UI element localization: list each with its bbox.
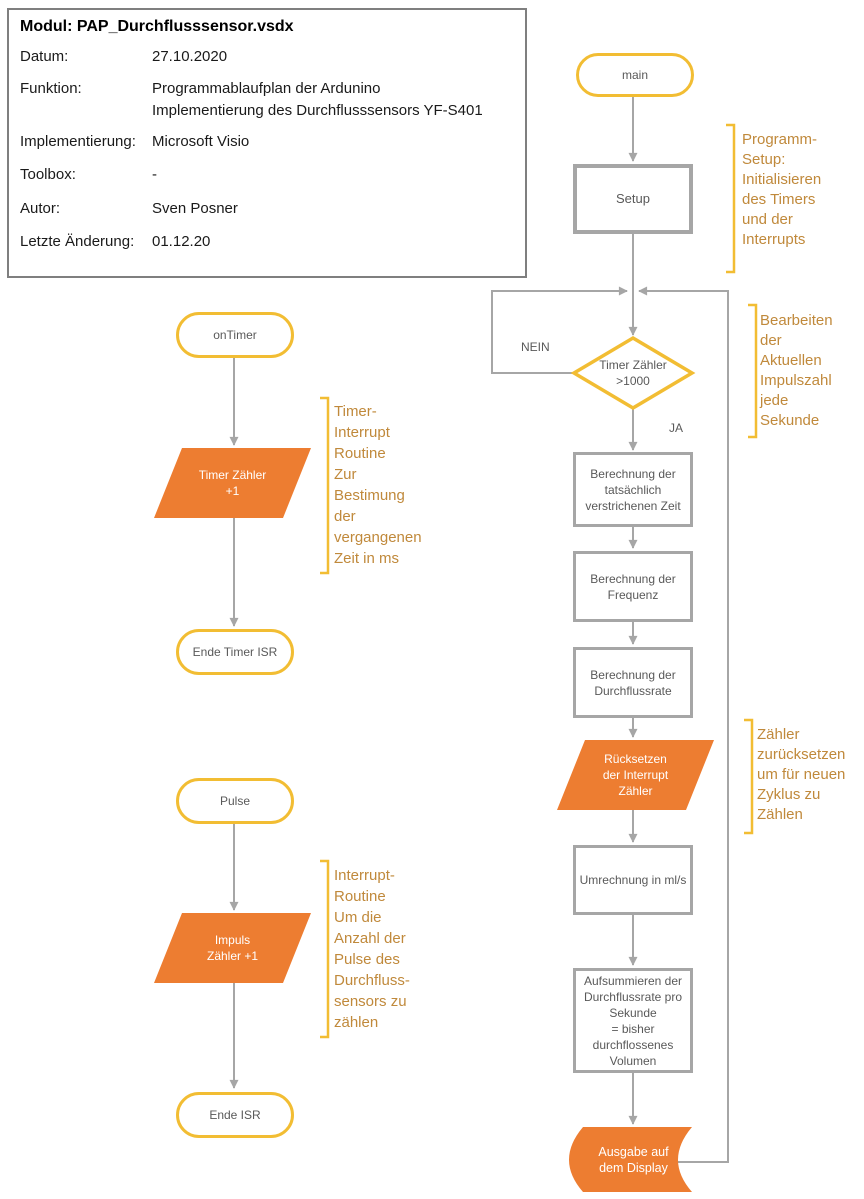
bracket-reset-annotation — [744, 718, 754, 835]
info-label-autor: Autor: — [20, 200, 61, 217]
info-label-funktion: Funktion: — [20, 80, 82, 97]
annotation-timer: Timer- Interrupt Routine Zur Bestimung d… — [334, 403, 422, 567]
bracket-pulse-annotation — [320, 859, 330, 1039]
info-label-datum: Datum: — [20, 48, 69, 65]
annotation-reset: Zähler zurücksetzen um für neuen Zyklus … — [757, 726, 846, 823]
display-shape — [569, 1127, 692, 1192]
reset-parallelogram — [557, 740, 714, 810]
loop-feedback-display — [638, 286, 729, 1163]
annotation-decision: Bearbeiten der Aktuellen Impulszahl jede… — [760, 312, 833, 429]
annotation-setup: Programm- Setup: Initialisieren des Time… — [742, 131, 822, 248]
timer-action-parallelogram — [154, 448, 311, 518]
info-value-autor: Sven Posner — [152, 200, 238, 217]
terminator-pulse: Pulse — [176, 778, 294, 824]
info-value-datum: 27.10.2020 — [152, 48, 228, 65]
terminator-ontimer: onTimer — [176, 312, 294, 358]
bracket-setup-annotation — [726, 123, 736, 274]
info-value-implementierung: Microsoft Visio — [152, 133, 250, 150]
info-label-letzte-aenderung: Letzte Änderung: — [20, 233, 135, 250]
bracket-decision-annotation — [748, 303, 758, 439]
edge-label-ja: JA — [669, 421, 684, 435]
process-convert: Umrechnung in ml/s — [573, 845, 693, 915]
process-setup: Setup — [573, 164, 693, 234]
loop-nein — [491, 286, 628, 374]
info-label-implementierung: Implementierung: — [20, 133, 136, 150]
info-label-toolbox: Toolbox: — [20, 166, 76, 183]
process-elapsed-time: Berechnung der tatsächlich verstrichenen… — [573, 452, 693, 527]
info-value-funktion: Programmablaufplan der Ardunino Implemen… — [152, 80, 483, 119]
decision-diamond — [570, 335, 696, 411]
bracket-timer-annotation — [320, 396, 330, 575]
process-frequency: Berechnung der Frequenz — [573, 551, 693, 622]
terminator-main: main — [576, 53, 694, 97]
module-info-box: Modul: PAP_Durchflusssensor.vsdx Datum: … — [7, 8, 527, 278]
info-value-toolbox: - — [152, 166, 157, 183]
info-value-letzte-aenderung: 01.12.20 — [152, 233, 211, 250]
process-flowrate: Berechnung der Durchflussrate — [573, 647, 693, 718]
process-sum: Aufsummieren der Durchflussrate pro Seku… — [573, 968, 693, 1073]
edge-label-nein: NEIN — [521, 340, 550, 354]
terminator-ende-isr: Ende ISR — [176, 1092, 294, 1138]
terminator-ende-timer-isr: Ende Timer ISR — [176, 629, 294, 675]
pulse-action-parallelogram — [154, 913, 311, 983]
annotation-pulse: Interrupt- Routine Um die Anzahl der Pul… — [334, 867, 410, 1031]
info-title: Modul: PAP_Durchflusssensor.vsdx — [20, 18, 294, 35]
